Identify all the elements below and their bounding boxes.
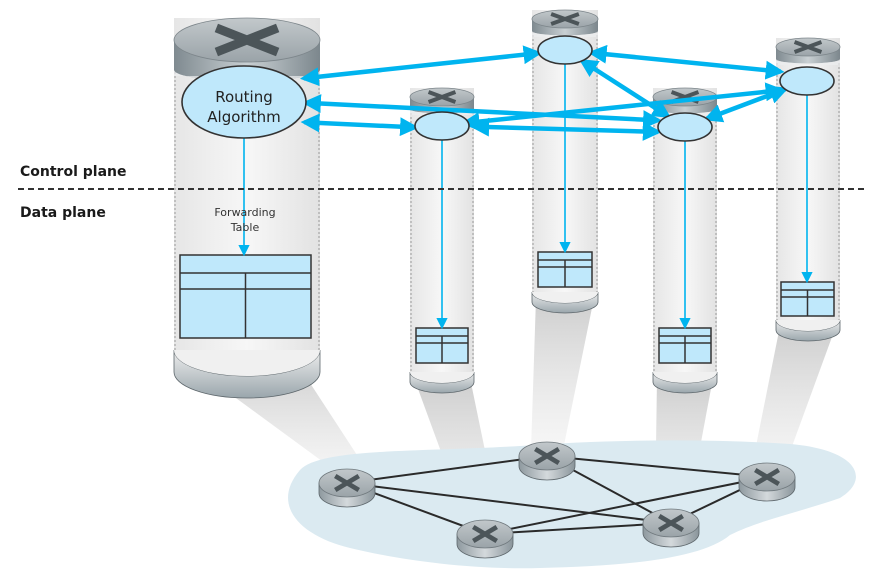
router-x-icon [472, 524, 498, 544]
router-x-icon [793, 40, 823, 54]
control-arrow-r2-r4 [470, 117, 662, 141]
network-router-n4 [642, 508, 700, 548]
router-x-icon [658, 513, 684, 533]
forwarding-table-r5 [780, 281, 835, 317]
control-plane-arrows [299, 44, 789, 141]
control-arrow-r3-r5 [587, 44, 785, 80]
network-link-n1-n2 [346, 455, 548, 484]
router-x-icon [214, 23, 280, 57]
forwarding-table-label-line2: Table [230, 221, 260, 234]
control-arrow-r4-r5 [703, 85, 789, 123]
routing-algorithm-label-line2: Algorithm [207, 108, 280, 126]
network-router-n3 [456, 519, 514, 559]
router-x-icon [334, 473, 360, 493]
data-plane-label: Data plane [20, 205, 106, 221]
forwarding-table-r4 [658, 327, 712, 364]
cylinder-base-top [174, 350, 320, 376]
cylinder-base-top [410, 372, 474, 383]
routing-agent-r3 [537, 35, 593, 65]
control-arrow-r1-r3 [299, 45, 543, 87]
forwarding-table-label-line1: Forwarding [214, 206, 275, 219]
network-router-n2 [518, 441, 576, 481]
forwarding-table-r3 [537, 251, 593, 288]
router-rim-fade [532, 31, 598, 37]
network-nodes [318, 441, 796, 559]
control-plane-label: Control plane [20, 164, 126, 180]
beam-r5 [751, 326, 836, 471]
network-link-n3-n5 [484, 476, 768, 535]
network-router-n1 [318, 468, 376, 508]
router-x-icon [754, 467, 780, 487]
cylinder-base-top [532, 292, 598, 303]
control-arrow-r1-r4 [302, 94, 662, 130]
beam-r3 [531, 298, 594, 450]
router-x-icon [550, 12, 580, 26]
control-agents [181, 35, 835, 142]
network-link-n3-n4 [484, 522, 672, 535]
network-link-n1-n4 [346, 482, 672, 524]
network-link-n2-n5 [546, 455, 768, 478]
routing-agent-r5 [779, 66, 835, 96]
router-x-icon [534, 446, 560, 466]
cylinder-base-top [776, 320, 840, 331]
cylinder-base-top [653, 372, 717, 383]
routing-agent-r4 [657, 112, 713, 142]
control-arrow-r1-r2 [300, 113, 419, 137]
routing-algorithm-label-line1: Routing [215, 88, 273, 106]
routing-agent-r2 [414, 111, 470, 141]
cylinder-r1 [173, 17, 321, 399]
forwarding-table-r1 [179, 254, 312, 339]
routing-agent-r1 [181, 65, 307, 139]
forwarding-table-r2 [415, 327, 469, 364]
network-router-n5 [738, 462, 796, 502]
router-rim-fade [776, 59, 840, 65]
